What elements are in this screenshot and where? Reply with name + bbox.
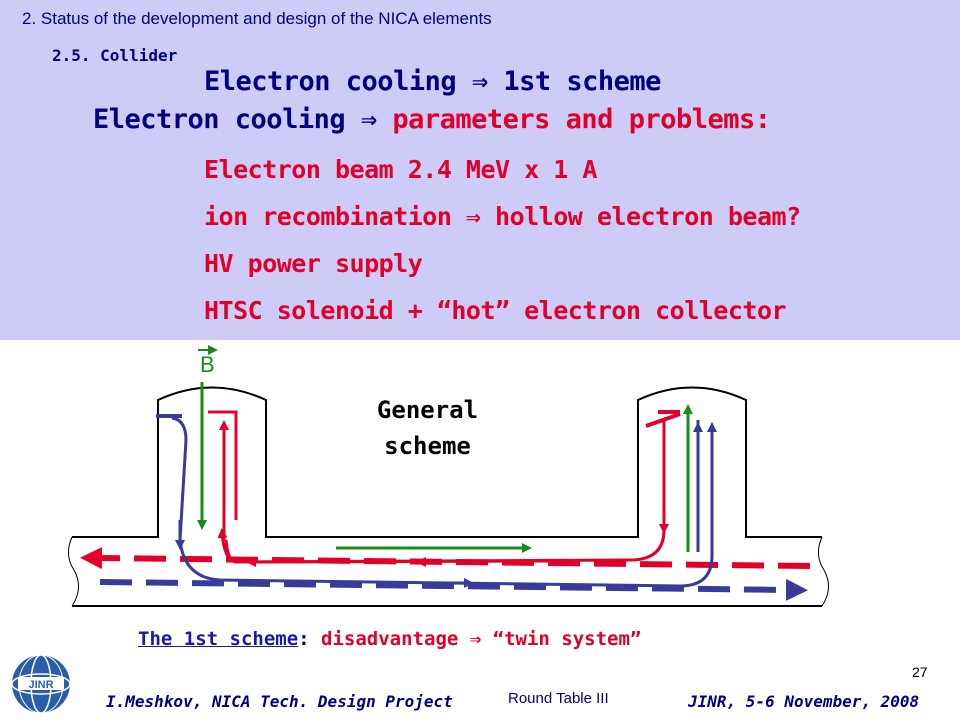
bullet-htsc-solenoid: HTSC solenoid + “hot” electron collector [204, 296, 787, 325]
bullet-hv-power: HV power supply [204, 249, 423, 278]
chamber-outline [68, 386, 829, 607]
red-electron-path-left [208, 410, 238, 520]
slide-title: Electron cooling ⇒ 1st scheme [204, 66, 661, 97]
caption-link[interactable]: The 1st scheme [138, 628, 299, 650]
footer-author: I.Meshkov, NICA Tech. Design Project [106, 692, 453, 711]
scheme-caption: The 1st scheme: disadvantage ⇒ “twin sys… [138, 628, 641, 650]
subtitle-prefix: Electron cooling ⇒ [93, 104, 393, 135]
bullet-electron-beam: Electron beam 2.4 MeV x 1 A [204, 155, 597, 184]
subsection-heading: 2.5. Collider [52, 46, 178, 65]
footer-event: Round Table III [508, 690, 609, 707]
blue-electron-path [171, 416, 714, 588]
red-beam-dashed [80, 547, 811, 570]
slide-subtitle: Electron cooling ⇒ parameters and proble… [93, 104, 771, 135]
page-number: 27 [912, 664, 928, 680]
caption-text: disadvantage ⇒ “twin system” [309, 628, 642, 650]
section-heading: 2. Status of the development and design … [22, 9, 492, 28]
jinr-logo: JINR [11, 654, 71, 714]
footer-venue: JINR, 5-6 November, 2008 [688, 692, 920, 711]
field-label: B [200, 352, 215, 377]
title-band [0, 0, 960, 340]
caption-colon: : [298, 628, 310, 650]
subtitle-highlight: parameters and problems: [392, 104, 771, 135]
logo-text: JINR [28, 679, 53, 691]
bullet-ion-recombination: ion recombination ⇒ hollow electron beam… [204, 202, 801, 231]
blue-beam-dashed [99, 578, 808, 601]
cooler-scheme-diagram [68, 345, 829, 607]
general-scheme-label: General scheme [376, 396, 479, 460]
